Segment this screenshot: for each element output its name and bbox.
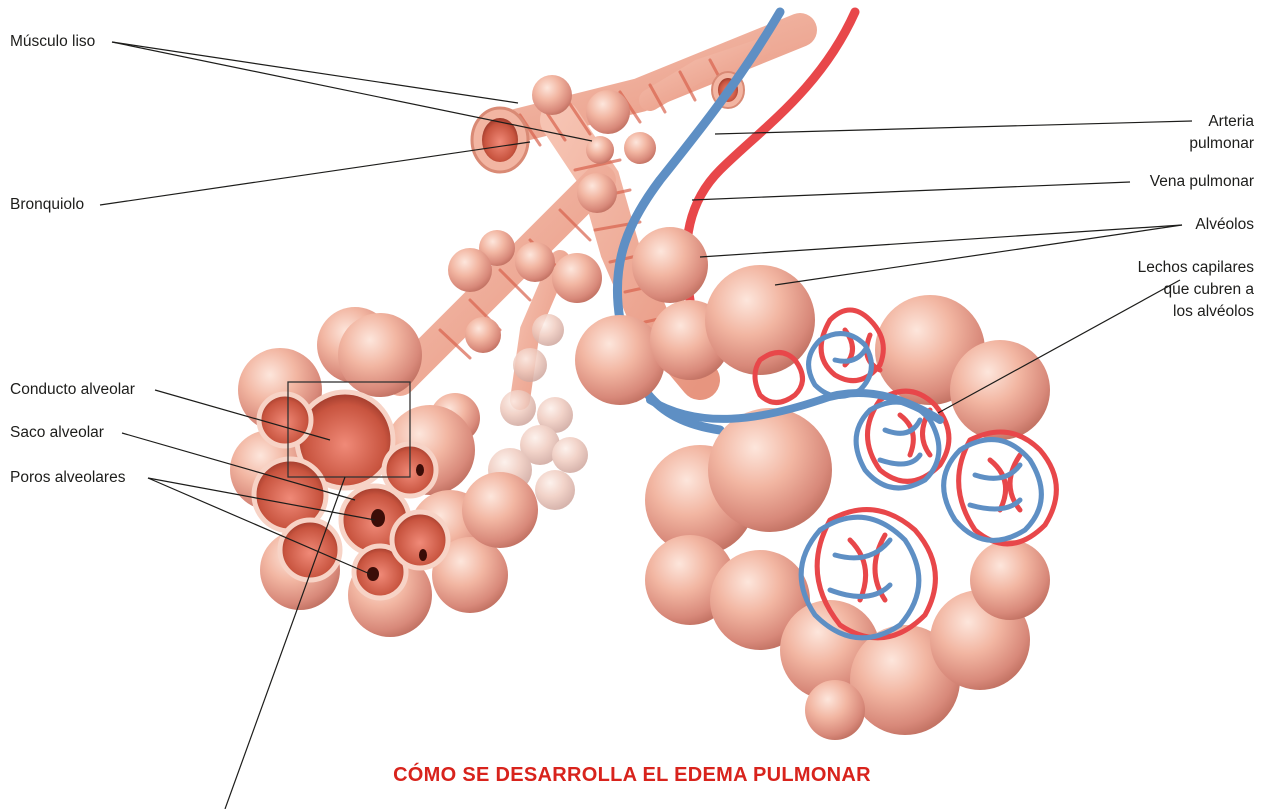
- label-vena-pulmonar: Vena pulmonar: [1150, 172, 1254, 192]
- label-saco-alveolar: Saco alveolar: [10, 423, 104, 443]
- label-lechos-line1: Lechos capilares: [1138, 258, 1254, 278]
- label-lechos-line2: que cubren a: [1164, 280, 1255, 300]
- label-poros-alveolares: Poros alveolares: [10, 468, 125, 488]
- label-musculo-liso: Músculo liso: [10, 32, 95, 52]
- page-title: CÓMO SE DESARROLLA EL EDEMA PULMONAR: [0, 764, 1264, 787]
- label-alveolos: Alvéolos: [1195, 215, 1254, 235]
- label-conducto-alveolar: Conducto alveolar: [10, 380, 135, 400]
- label-arteria-line1: Arteria: [1208, 112, 1254, 132]
- label-bronquiolo: Bronquiolo: [10, 195, 84, 215]
- label-arteria-line2: pulmonar: [1189, 134, 1254, 154]
- label-lechos-line3: los alvéolos: [1173, 302, 1254, 322]
